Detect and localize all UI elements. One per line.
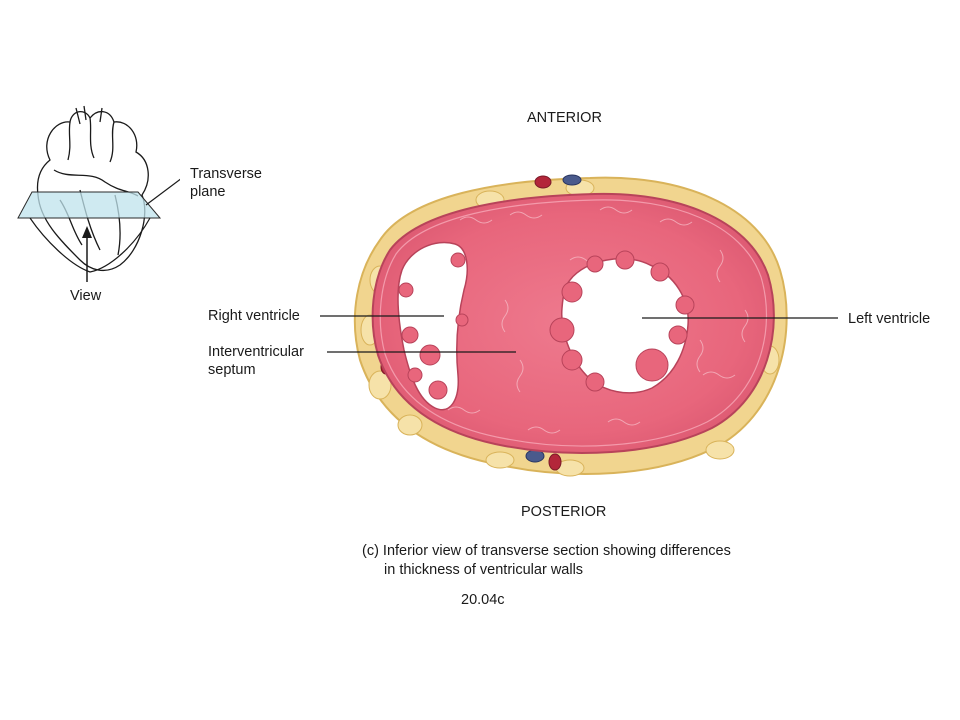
figure-number: 20.04c: [461, 592, 505, 608]
caption-line2: in thickness of ventricular walls: [384, 562, 584, 578]
transverse-plane-label-line1: Transverse: [190, 166, 262, 182]
view-label: View: [70, 288, 102, 304]
muscle-fiber-texture: [447, 206, 749, 434]
left-ventricle-label: Left ventricle: [848, 311, 931, 327]
anterior-label: ANTERIOR: [527, 110, 602, 126]
transverse-plane-label-line2: plane: [190, 184, 226, 200]
trabeculae-right: [398, 252, 469, 400]
posterior-label: POSTERIOR: [521, 504, 607, 520]
interventricular-label-line1: Interventricular: [208, 344, 304, 360]
ventricle-cross-section: [353, 174, 788, 477]
caption-line1: (c) Inferior view of transverse section …: [362, 543, 731, 559]
right-ventricle-label: Right ventricle: [208, 308, 300, 324]
transverse-plane: [17, 191, 162, 219]
interventricular-label-line2: septum: [208, 362, 256, 378]
heart-outline: [36, 105, 149, 272]
view-arrow-icon: [82, 226, 92, 282]
heart-apex-below-plane: [29, 217, 151, 273]
heart-inset-illustration: [17, 105, 180, 282]
trabeculae-left: [549, 250, 695, 392]
